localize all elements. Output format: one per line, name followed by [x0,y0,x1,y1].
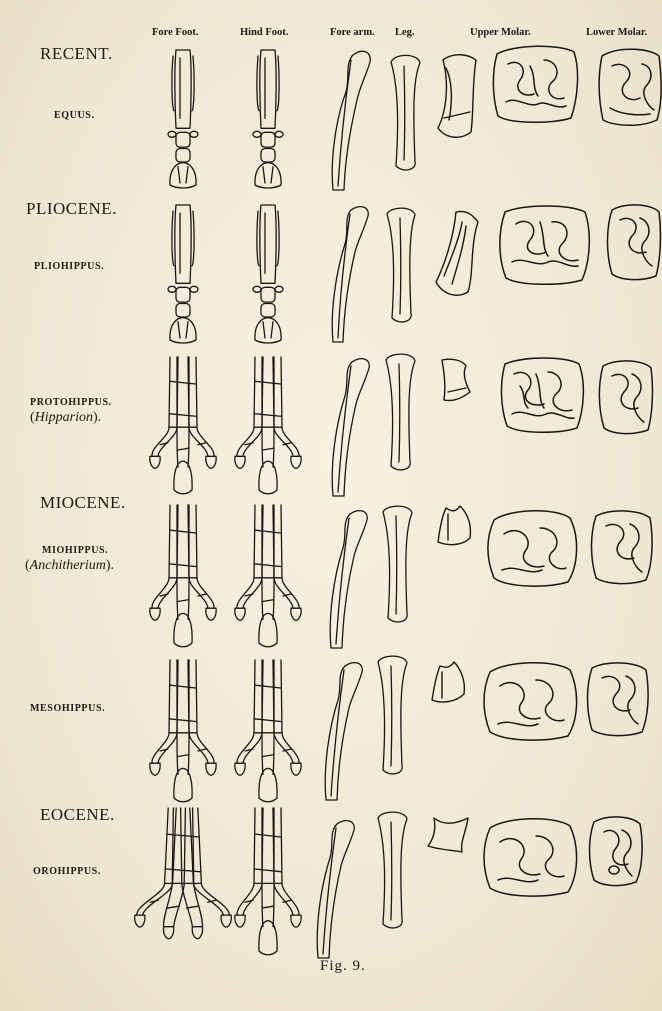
hind-foot-drawing [235,505,301,647]
upper-molar-crown-drawing [500,206,589,284]
upper-molar-side-drawing [428,818,468,852]
leg-drawing [383,506,412,622]
feet-drawings [135,50,302,955]
leg-drawing [387,208,415,322]
upper-molar-crown-drawing [484,663,577,740]
upper-molar-crown-drawing [501,358,583,432]
lower-molar-drawing [592,511,653,584]
hind-foot-drawing [235,808,301,955]
fore-arm-drawing [332,207,368,342]
leg-drawing [386,354,415,470]
hind-foot-drawing [235,660,301,802]
upper-molar-crown-drawing [488,511,577,586]
upper-molar-crown-drawing [493,46,577,122]
upper-molar-side-drawing [438,55,476,138]
lower-molar-drawing [608,205,661,280]
hind-foot-drawing [253,205,283,343]
upper-molar-side-drawing [436,211,478,295]
lower-molar-drawing [599,361,652,434]
lower-molar-drawing [599,49,661,125]
leg-drawing [378,656,407,774]
upper-molar-side-drawing [442,359,470,400]
fore-arm-drawing [317,821,354,958]
hind-foot-drawing [253,50,283,188]
upper-molar-side-drawing [438,506,470,545]
fore-foot-drawing [135,808,232,939]
leg-drawing [378,812,407,928]
fore-arm-drawing [332,51,370,190]
fore-foot-drawing [168,205,198,343]
fore-arm-drawing [332,359,369,496]
fore-arm-drawing [330,511,367,648]
fore-arm-drawing [325,663,362,800]
lower-molar-drawing [590,817,643,886]
upper-molar-crown-drawing [484,819,577,896]
fore-foot-drawing [150,660,216,802]
fore-foot-drawing [168,50,198,188]
fore-foot-drawing [150,357,216,494]
fore-foot-drawing [150,505,216,647]
leg-drawing [391,55,420,170]
hind-foot-drawing [235,357,301,494]
lower-molar-drawing [588,663,649,736]
upper-molar-side-drawing [432,662,464,702]
